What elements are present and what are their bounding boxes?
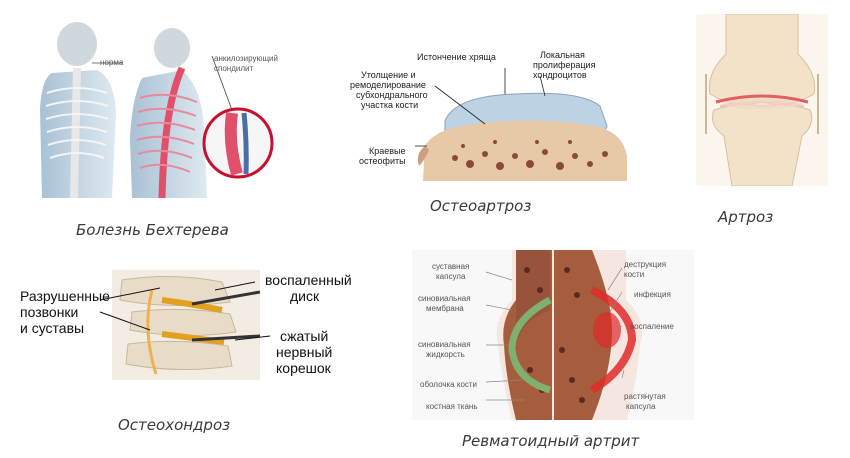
- label-tissue: костная ткань: [426, 402, 478, 411]
- label-thick-4: участка кости: [361, 100, 419, 110]
- label-disc-2: диск: [290, 288, 320, 304]
- label-fluid-1: синовиальная: [418, 340, 471, 349]
- caption-osteoarthrosis: Остеоартроз: [430, 197, 532, 215]
- label-nerve-3: корешок: [276, 360, 331, 376]
- label-disc-1: воспаленный: [265, 272, 352, 288]
- osteochondrosis-pointers: [99, 281, 271, 341]
- label-nerve-2: нервный: [276, 344, 333, 360]
- arthrosis-illustration: [696, 14, 828, 186]
- caption-bekhterev: Болезнь Бехтерева: [76, 221, 229, 239]
- label-shell: оболочка кости: [420, 380, 478, 389]
- bekhterev-illustration: норма анкилозирующий спондилит: [32, 18, 284, 198]
- label-fluid-2: жидкорсть: [426, 350, 465, 359]
- label-inflammation: воспаление: [630, 322, 674, 331]
- label-edge-2: остеофиты: [359, 156, 406, 166]
- label-capsule-2: капсула: [436, 272, 466, 281]
- label-local-1: Локальная: [540, 50, 585, 60]
- label-thick-3: субхондрального: [356, 90, 428, 100]
- label-synovial-2: мембрана: [426, 304, 464, 313]
- label-local-2: пролиферация: [533, 60, 596, 70]
- label-nerve-1: сжатый: [280, 328, 329, 344]
- label-infection: инфекция: [634, 290, 671, 299]
- caption-arthrosis: Артроз: [718, 208, 774, 226]
- rheumatoid-illustration: суставная капсула синовиальная мембрана …: [412, 250, 694, 420]
- label-thick-1: Утолщение и: [361, 70, 416, 80]
- label-destruction-1: деструкция: [624, 260, 667, 269]
- label-destroyed-2: позвонки: [20, 304, 79, 320]
- label-local-3: хондроцитов: [533, 70, 587, 80]
- label-destroyed-3: и суставы: [20, 320, 85, 336]
- label-norm: норма: [100, 58, 124, 67]
- label-capsule-1: суставная: [432, 262, 470, 271]
- label-destruction-2: кости: [624, 270, 645, 279]
- label-stretched-2: капсула: [626, 402, 656, 411]
- label-synovial-1: синовиальная: [418, 294, 471, 303]
- caption-rheumatoid: Ревматоидный артрит: [462, 432, 640, 450]
- caption-osteochondrosis: Остеохондроз: [118, 416, 231, 434]
- label-thick-2: ремоделирование: [350, 80, 426, 90]
- label-stretched-1: растянутая: [624, 392, 666, 401]
- label-destroyed-1: Разрушенные: [20, 288, 110, 304]
- label-thinning: Истончение хряща: [417, 52, 496, 62]
- label-ankylosing-2: спондилит: [214, 64, 254, 73]
- label-ankylosing-1: анкилозирующий: [214, 54, 278, 63]
- osteoarthrosis-illustration: Истончение хряща Локальная пролиферация …: [345, 46, 635, 181]
- label-edge-1: Краевые: [369, 146, 406, 156]
